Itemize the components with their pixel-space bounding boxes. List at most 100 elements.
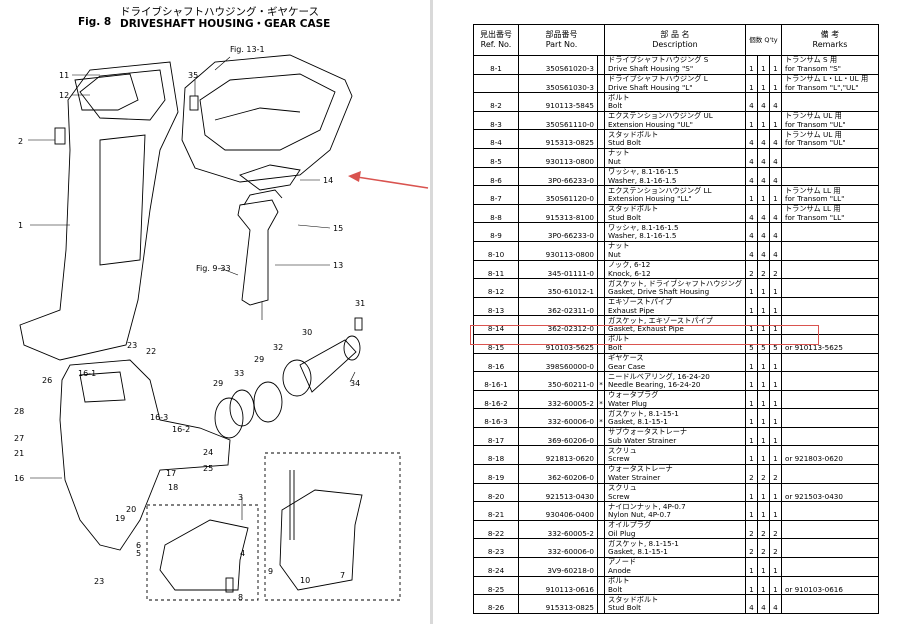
description-en: Washer, 8.1-16-1.5: [608, 231, 677, 241]
qty-cell: 2: [768, 520, 782, 540]
qty-cell: 1: [744, 74, 758, 94]
remarks-cell: [780, 241, 879, 261]
description-en: Bolt: [608, 342, 623, 352]
description-jp: スクリュ: [608, 483, 637, 493]
qty-cell: 1: [744, 483, 758, 503]
remarks-en: for Transom "LL": [784, 212, 845, 222]
svg-text:13: 13: [333, 261, 343, 270]
qty-cell: 1: [756, 185, 770, 205]
description-en: Gasket, Exhaust Pipe: [608, 324, 684, 334]
qty-cell: 4: [756, 92, 770, 112]
ref-no-cell: 8-9: [473, 222, 519, 242]
description-en: Extension Housing "UL": [608, 119, 693, 129]
part-no-cell: 350-61012-1: [518, 278, 598, 298]
ref-no-cell: 8-2: [473, 92, 519, 112]
description-en: Gasket, 8.1-15-1: [608, 547, 668, 557]
qty-cell: 1: [756, 353, 770, 373]
svg-text:3: 3: [238, 493, 243, 502]
qty-cell: 2: [756, 538, 770, 559]
ref-fig-9-33: Fig. 9-33: [196, 264, 231, 273]
panel-separator: [430, 0, 433, 624]
remarks-cell: [780, 260, 879, 280]
qty-cell: 1: [744, 576, 758, 596]
part-no-cell: 332-60006-0: [518, 538, 598, 559]
svg-text:8: 8: [238, 593, 243, 602]
svg-text:22: 22: [146, 347, 156, 356]
qty-cell: 1: [756, 408, 770, 428]
svg-text:27: 27: [14, 434, 24, 443]
description-jp: ウォータストレーナ: [608, 464, 673, 474]
svg-text:1: 1: [18, 221, 23, 230]
description-jp: ナット: [608, 241, 630, 251]
svg-text:2: 2: [18, 137, 23, 146]
qty-cell: 1: [756, 297, 770, 317]
ref-no-cell: [473, 74, 519, 94]
part-no-cell: 332-60005-2: [518, 520, 598, 540]
qty-cell: 4: [756, 167, 770, 187]
ref-no-cell: 8-12: [473, 278, 519, 298]
part-no-cell: 915313-0825: [518, 594, 598, 614]
svg-text:29: 29: [254, 355, 264, 364]
exploded-diagram-panel: ドライブシャフトハウジング・ギヤケース Fig. 8 DRIVESHAFT HO…: [0, 0, 430, 624]
qty-cell: 1: [756, 445, 770, 466]
svg-text:28: 28: [14, 407, 24, 416]
remarks-cell: [780, 390, 879, 410]
qty-cell: 4: [768, 594, 782, 614]
star-cell: [597, 241, 605, 261]
ref-no-cell: 8-22: [473, 520, 519, 540]
qty-cell: 1: [744, 278, 758, 298]
svg-text:24: 24: [203, 448, 213, 457]
star-cell: [597, 278, 605, 298]
star-cell: [597, 483, 605, 503]
star-cell: *: [597, 371, 605, 391]
star-cell: [597, 185, 605, 205]
qty-cell: 1: [756, 501, 770, 521]
star-cell: [597, 464, 605, 484]
highlight-box: [470, 325, 819, 345]
description-jp: スタッドボルト: [608, 129, 659, 139]
part-no-cell: 915313-0825: [518, 129, 598, 149]
qty-cell: 2: [756, 464, 770, 484]
part-no-cell: 362-02311-0: [518, 297, 598, 317]
description-en: Screw: [608, 491, 630, 501]
description-en: Bolt: [608, 101, 623, 111]
remarks-en: for Transom "UL": [784, 119, 846, 129]
part-no-cell: 921813-0620: [518, 445, 598, 466]
qty-cell: 1: [756, 55, 770, 75]
description-en: Nylon Nut, 4P-0.7: [608, 510, 671, 520]
remarks-en: or 921803-0620: [784, 454, 843, 464]
qty-cell: 1: [768, 55, 782, 75]
remarks-en: or 921503-0430: [784, 491, 843, 501]
star-cell: [597, 520, 605, 540]
remarks-jp: トランサム UL 用: [784, 129, 842, 139]
description-jp: エクステンションハウジング UL: [608, 111, 713, 121]
star-cell: [597, 445, 605, 466]
qty-cell: 1: [744, 408, 758, 428]
svg-text:7: 7: [340, 571, 345, 580]
ref-no-cell: 8-16: [473, 353, 519, 373]
qty-cell: 1: [744, 297, 758, 317]
ref-no-cell: 8-1: [473, 55, 519, 75]
